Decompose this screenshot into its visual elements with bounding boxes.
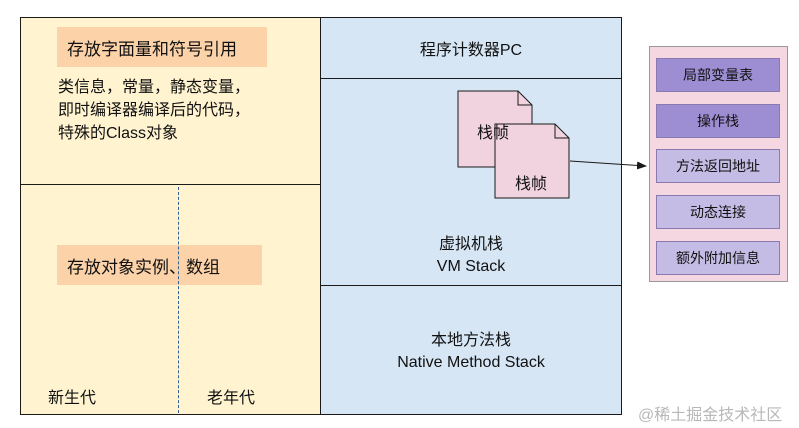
operand-stack: 操作栈	[656, 104, 780, 138]
native-stack-label-zh: 本地方法栈	[430, 332, 511, 349]
return-address: 方法返回地址	[656, 149, 780, 183]
generation-divider	[178, 187, 179, 413]
vm-stack-label: 虚拟机栈 VM Stack	[320, 234, 622, 278]
local-variable-table: 局部变量表	[656, 58, 780, 92]
method-area-line: 特殊的Class对象	[58, 125, 179, 142]
watermark: @稀土掘金技术社区	[638, 407, 783, 424]
pc-register-label: 程序计数器PC	[419, 42, 523, 59]
additional-info: 额外附加信息	[656, 241, 780, 275]
method-area-line: 类信息，常量，静态变量，	[58, 79, 251, 96]
vm-stack-label-zh: 虚拟机栈	[438, 236, 503, 253]
native-method-stack	[320, 285, 622, 415]
constant-pool-label: 存放字面量和符号引用	[57, 27, 267, 67]
heap-label: 存放对象实例、数组	[57, 245, 262, 285]
native-method-stack-label: 本地方法栈 Native Method Stack	[320, 330, 622, 374]
stack-frame-label: 栈帧	[476, 125, 509, 142]
method-area-line: 即时编译器编译后的代码，	[58, 102, 251, 119]
stack-frame-shape-2	[494, 123, 570, 199]
stack-frame-detail-panel: 局部变量表 操作栈 方法返回地址 动态连接 额外附加信息	[649, 46, 788, 282]
dynamic-linking: 动态连接	[656, 195, 780, 229]
native-stack-label-en: Native Method Stack	[397, 354, 545, 371]
stack-frame-label: 栈帧	[514, 176, 547, 193]
vm-stack-label-en: VM Stack	[436, 258, 506, 275]
frame-detail-arrow	[569, 160, 647, 170]
young-generation-label: 新生代	[48, 390, 97, 407]
method-area-contents: 类信息，常量，静态变量， 即时编译器编译后的代码， 特殊的Class对象	[58, 76, 308, 145]
old-generation-label: 老年代	[207, 390, 256, 407]
